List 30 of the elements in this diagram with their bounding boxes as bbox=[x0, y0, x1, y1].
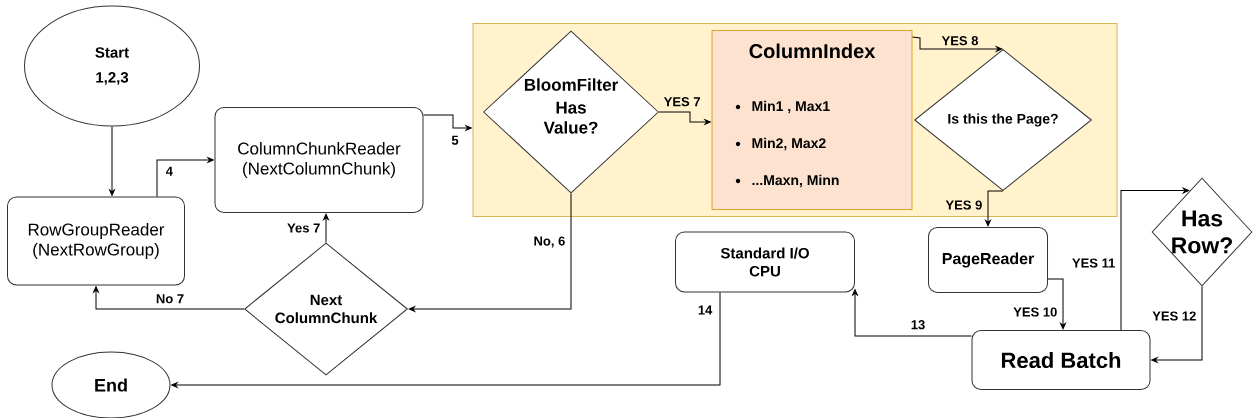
edge-label: 13 bbox=[909, 318, 927, 331]
process-box: ColumnChunkReader (NextColumnChunk) bbox=[214, 107, 424, 213]
edge-label: YES 12 bbox=[1150, 309, 1198, 323]
edge-label: 14 bbox=[696, 304, 714, 316]
arrow bbox=[93, 286, 245, 310]
process-box: Standard I/O CPU bbox=[675, 231, 855, 293]
edge-label: YES 11 bbox=[1070, 256, 1117, 270]
edge-label: No, 6 bbox=[532, 234, 567, 250]
arrow bbox=[156, 157, 214, 197]
arrow bbox=[323, 213, 329, 243]
edge-label: YES 10 bbox=[1011, 305, 1059, 319]
arrow bbox=[852, 289, 972, 337]
arrow bbox=[1120, 187, 1190, 331]
edge-label: No 7 bbox=[154, 292, 186, 305]
arrow bbox=[912, 36, 1003, 52]
process-box: RowGroupReader (NextRowGroup) bbox=[7, 196, 185, 286]
process-box: Read Batch bbox=[971, 330, 1151, 390]
arrow bbox=[658, 111, 711, 125]
arrow bbox=[423, 114, 472, 131]
arrow bbox=[109, 126, 115, 196]
process-box: PageReader bbox=[928, 227, 1048, 293]
arrow bbox=[1151, 286, 1203, 363]
edge-label: 5 bbox=[449, 134, 461, 147]
edge-label: Yes 7 bbox=[285, 221, 322, 235]
arrow bbox=[171, 292, 721, 388]
arrow bbox=[985, 190, 1004, 227]
arrow bbox=[1047, 278, 1066, 330]
arrow bbox=[408, 193, 572, 312]
index-box: ColumnIndex Min1 , Max1 Min2, Max2 ...Maxn, Minn bbox=[711, 30, 913, 210]
edge-label: 4 bbox=[164, 165, 175, 178]
